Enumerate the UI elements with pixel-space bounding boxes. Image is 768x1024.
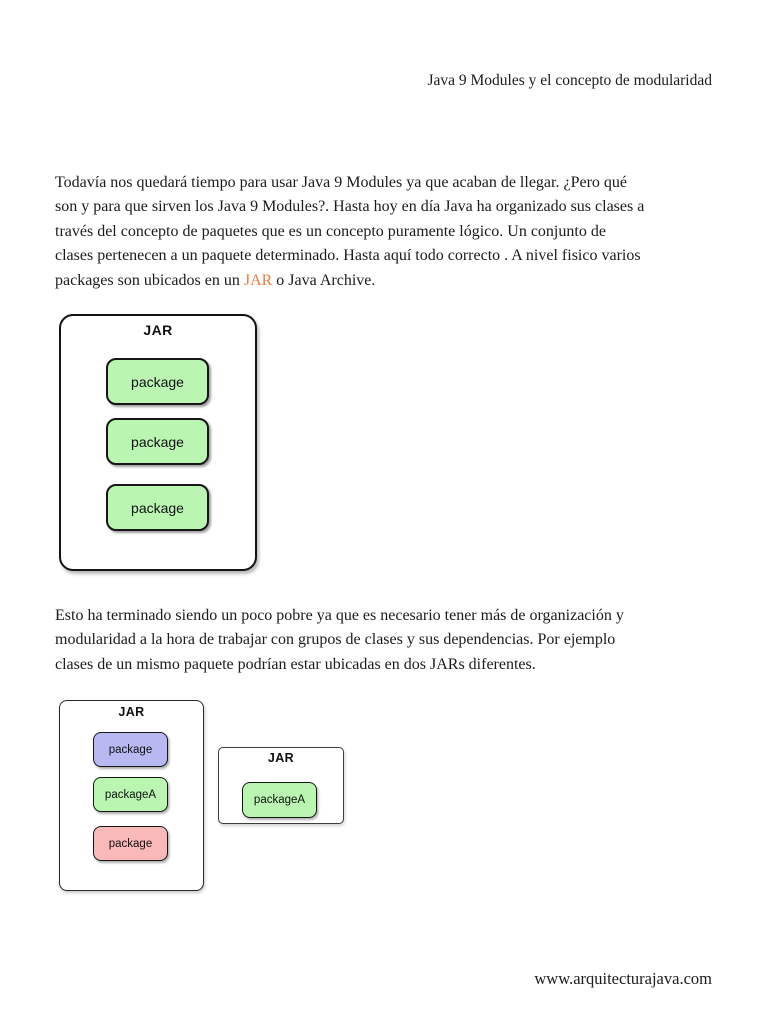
text-segment: packages son ubicados en un: [55, 271, 244, 289]
package-box: package: [93, 826, 168, 861]
text-line: modularidad a la hora de trabajar con gr…: [55, 631, 616, 649]
package-label: package: [108, 837, 153, 850]
package-box: packageA: [93, 777, 168, 812]
package-box: package: [106, 484, 209, 531]
jar-hyperlink[interactable]: JAR: [243, 271, 273, 289]
package-box: package: [93, 732, 168, 767]
jar-label: JAR: [118, 705, 145, 719]
text-line: son y para que sirven los Java 9 Modules…: [55, 198, 645, 216]
text-line: clases de un mismo paquete podrían estar…: [55, 655, 536, 673]
package-box: package: [106, 358, 209, 405]
text-line: través del concepto de paquetes que es u…: [55, 222, 606, 240]
package-label: packageA: [253, 794, 306, 806]
package-label: package: [131, 433, 184, 450]
footer-url: www.arquitecturajava.com: [534, 969, 712, 988]
text-line: Esto ha terminado siendo un poco pobre y…: [55, 607, 624, 624]
diagram2-right-jar-box: JAR packageA: [218, 747, 344, 824]
package-box: package: [106, 418, 209, 465]
jar-label: JAR: [143, 322, 173, 338]
paragraph-modularity: Esto ha terminado siendo un poco pobre y…: [55, 604, 624, 677]
text-line: packages son ubicados en un JAR o Java A…: [55, 269, 644, 293]
text-line: clases pertenecen a un paquete determina…: [55, 247, 641, 265]
paragraph-intro: Todavía nos quedará tiempo para usar Jav…: [55, 171, 644, 293]
package-label: package: [108, 743, 153, 756]
diagram1-jar-box: JAR package package package: [59, 314, 257, 571]
text-line: Todavía nos quedará tiempo para usar Jav…: [55, 174, 627, 191]
text-segment: o Java Archive.: [272, 271, 376, 289]
diagram2-left-jar-box: JAR package packageA package: [59, 700, 204, 891]
package-label: package: [131, 373, 184, 390]
package-label: packageA: [104, 788, 157, 801]
page-title: Java 9 Modules y el concepto de modulari…: [427, 72, 712, 89]
jar-label: JAR: [267, 751, 295, 765]
package-label: package: [131, 499, 184, 516]
package-box: packageA: [242, 782, 317, 818]
